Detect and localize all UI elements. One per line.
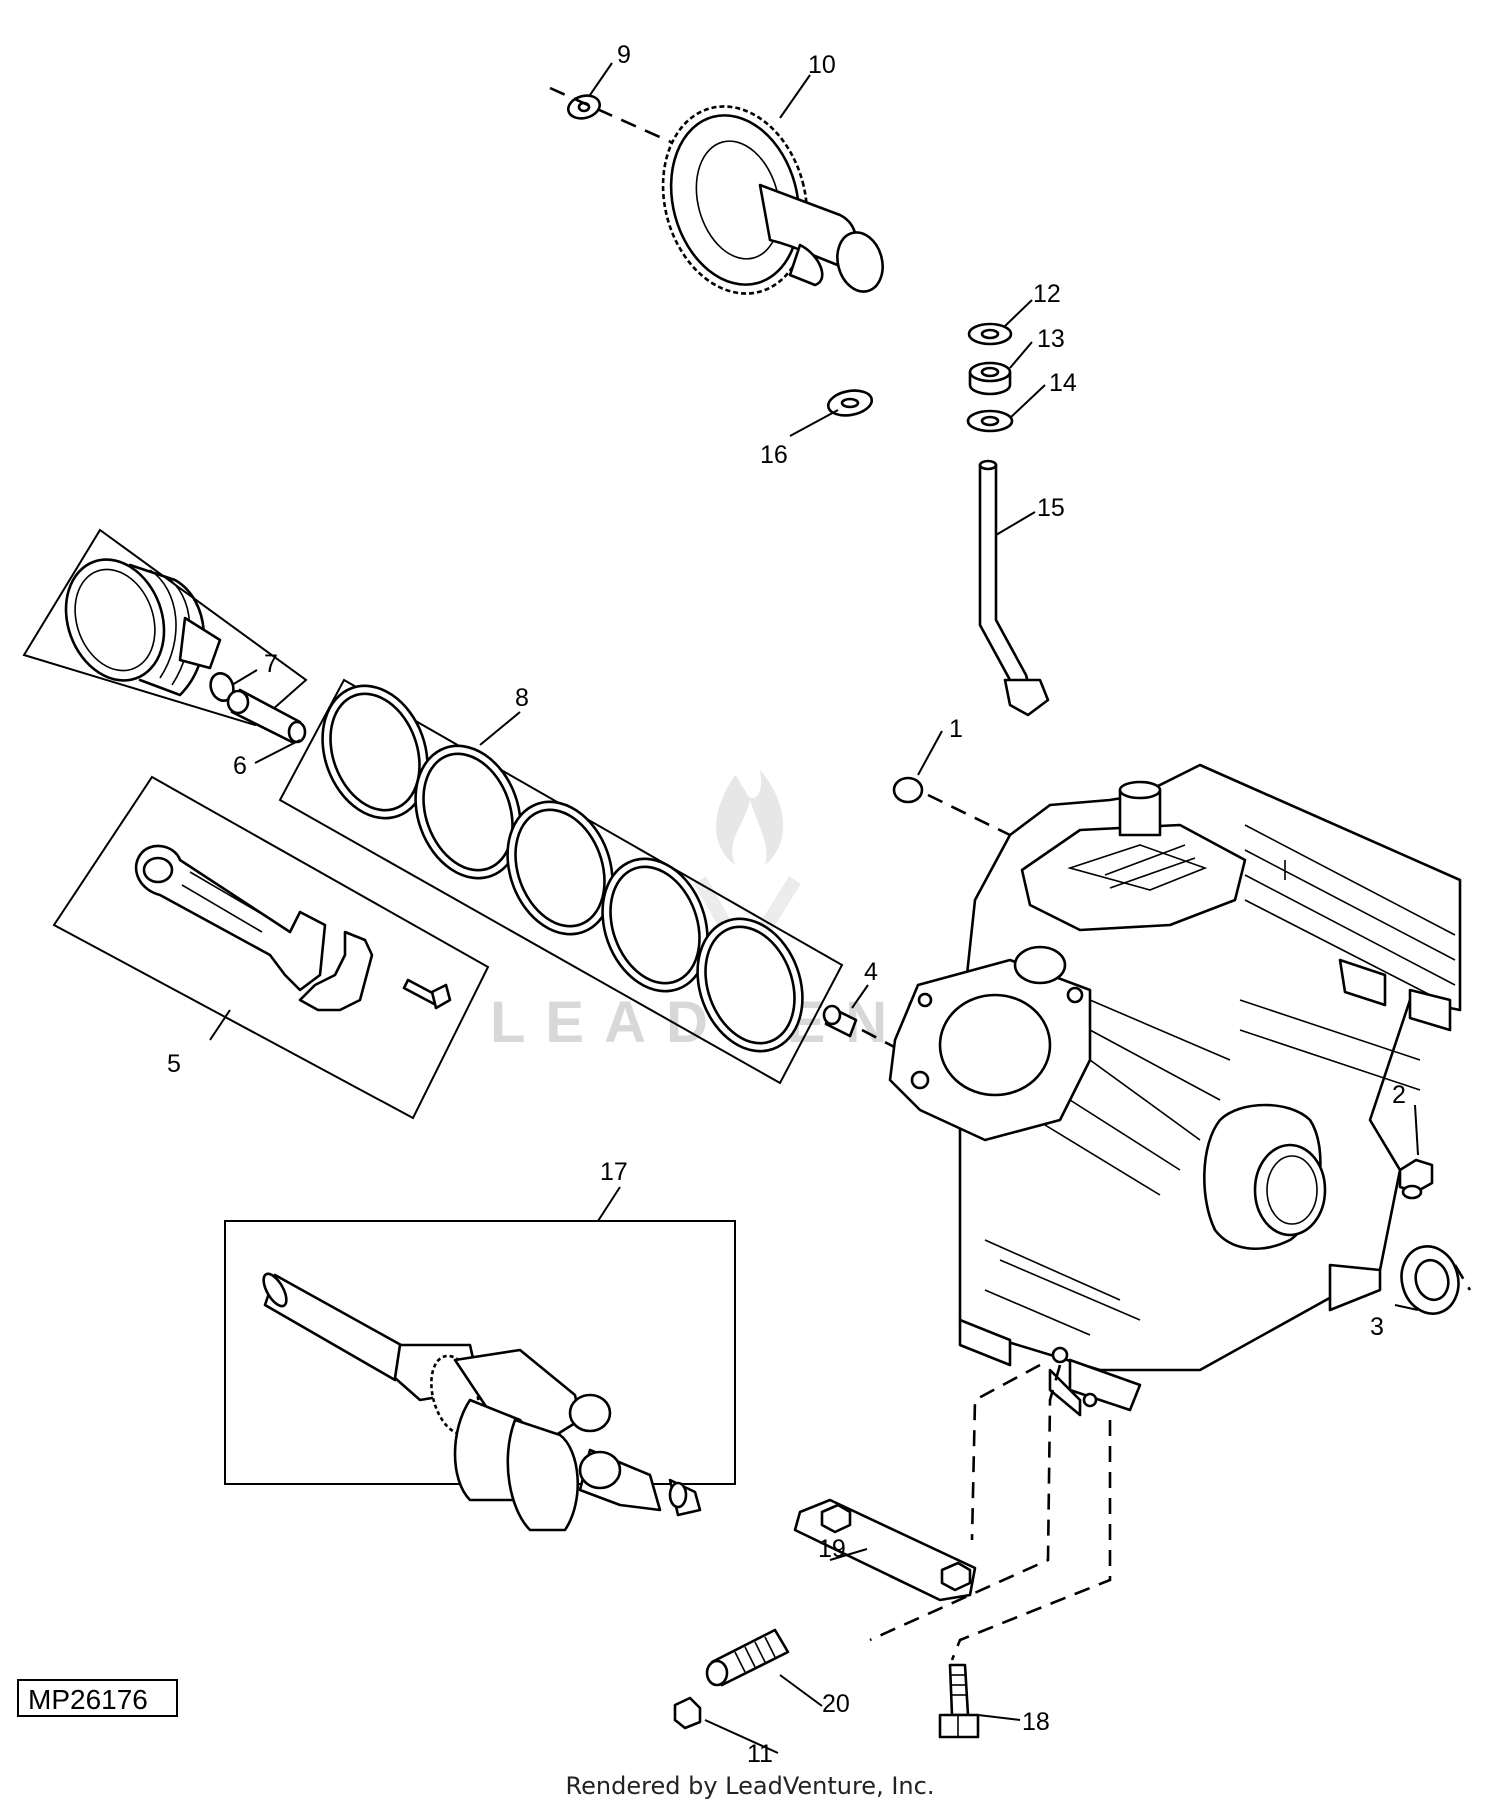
part-15-tube	[978, 459, 1050, 717]
part-20-stud	[705, 1628, 790, 1687]
callout-1: 1	[949, 715, 963, 743]
part-11-nut	[673, 1696, 702, 1730]
callout-13: 13	[1037, 325, 1065, 353]
part-10-camshaft	[661, 105, 884, 295]
part-2-fitting	[1398, 1158, 1434, 1200]
callout-15: 15	[1037, 494, 1065, 522]
callout-2: 2	[1392, 1081, 1406, 1109]
part-3-seal	[1400, 1245, 1460, 1315]
part-16-washer	[826, 389, 874, 417]
part-1-plug	[892, 776, 924, 804]
part-14-washer	[966, 409, 1014, 433]
callout-7: 7	[264, 650, 278, 678]
part-5-connecting-rod	[134, 844, 452, 1012]
part-18-bolt	[938, 1663, 980, 1739]
callout-19: 19	[818, 1535, 846, 1563]
footer-credit: Rendered by LeadVenture, Inc.	[565, 1772, 935, 1800]
callout-4: 4	[864, 958, 878, 986]
callout-20: 20	[822, 1690, 850, 1718]
part-7-clip	[209, 672, 235, 702]
callout-6: 6	[233, 752, 247, 780]
part-6-pin	[226, 688, 307, 744]
crankcase	[888, 763, 1462, 1417]
part-12-washer	[967, 322, 1013, 346]
part-17-crankshaft	[262, 1272, 702, 1532]
part-4-dowel	[822, 1004, 858, 1038]
callout-9: 9	[617, 41, 631, 69]
part-19-bracket	[793, 1498, 977, 1602]
diagram-id-text: MP26176	[28, 1684, 148, 1715]
part-piston	[64, 558, 222, 697]
callout-14: 14	[1049, 369, 1077, 397]
part-13-spacer	[968, 361, 1012, 396]
callout-17: 17	[600, 1158, 628, 1186]
callout-11: 11	[747, 1740, 773, 1768]
callout-16: 16	[760, 441, 788, 469]
conrod-box	[52, 775, 490, 1120]
diagram-id-label: MP26176	[17, 1679, 178, 1717]
callout-10: 10	[808, 51, 836, 79]
piston-box	[22, 528, 308, 727]
part-8-rings	[321, 684, 804, 1053]
callouts: 1 2 3 4 5 6 7 8 9 10 11 12 13 14 15 16 1…	[167, 41, 1406, 1768]
callout-12: 12	[1033, 280, 1061, 308]
callout-5: 5	[167, 1050, 181, 1078]
callout-8: 8	[515, 684, 529, 712]
callout-3: 3	[1370, 1313, 1384, 1341]
part-9-washer	[566, 94, 602, 120]
callout-18: 18	[1022, 1708, 1050, 1736]
leader-lines	[209, 62, 1419, 1754]
